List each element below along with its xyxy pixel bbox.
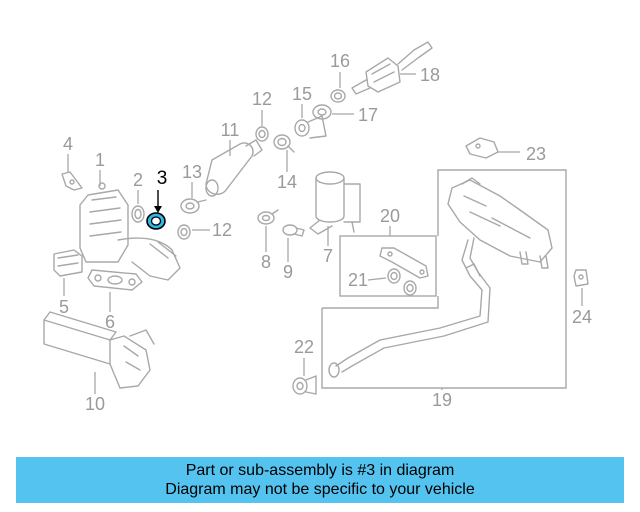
part-24-rubber-insulator[interactable] xyxy=(573,269,589,287)
part-5-heat-shield[interactable] xyxy=(53,249,83,277)
part-6-flange-gasket[interactable] xyxy=(87,269,143,291)
callout-17[interactable]: 17 xyxy=(358,105,378,125)
part-22-flange-seal[interactable] xyxy=(292,375,317,395)
part-10-egr-cooler[interactable] xyxy=(43,311,155,389)
callout-5[interactable]: 5 xyxy=(59,297,69,317)
part-14-clamp[interactable] xyxy=(273,134,295,153)
banner-line-1: Part or sub-assembly is #3 in diagram xyxy=(185,462,455,479)
part-23-hanger[interactable] xyxy=(465,137,499,159)
part-16-gasket[interactable] xyxy=(330,89,346,103)
part-2-gasket[interactable] xyxy=(131,205,145,223)
part-15-connector[interactable] xyxy=(294,115,327,139)
callout-13[interactable]: 13 xyxy=(182,162,202,182)
part-4-bracket[interactable] xyxy=(61,171,83,191)
callout-21[interactable]: 21 xyxy=(348,270,368,290)
callout-15[interactable]: 15 xyxy=(292,84,312,104)
part-3-seal-highlighted[interactable] xyxy=(146,212,166,230)
callout-3[interactable]: 3 xyxy=(157,168,168,189)
part-12-lower-gasket[interactable] xyxy=(177,224,191,240)
leader-21 xyxy=(367,277,387,281)
callout-2[interactable]: 2 xyxy=(133,170,143,190)
callout-8[interactable]: 8 xyxy=(261,252,271,272)
part-19-rear-exhaust-assembly[interactable] xyxy=(321,169,567,389)
leader-3-arrow-icon xyxy=(154,206,162,213)
part-7-particulate-filter[interactable] xyxy=(309,171,361,235)
callout-1[interactable]: 1 xyxy=(95,150,105,170)
part-8-clamp[interactable] xyxy=(257,209,279,225)
callout-4[interactable]: 4 xyxy=(63,134,73,154)
part-18-intermediate-pipe[interactable] xyxy=(351,41,433,95)
callout-12-lower[interactable]: 12 xyxy=(212,220,232,240)
part-20-hanger-bracket[interactable] xyxy=(339,235,437,297)
callout-16[interactable]: 16 xyxy=(330,51,350,71)
callout-19[interactable]: 19 xyxy=(432,390,452,410)
callout-6[interactable]: 6 xyxy=(105,312,115,332)
part-12-upper-gasket[interactable] xyxy=(255,126,269,142)
callout-7[interactable]: 7 xyxy=(323,246,333,266)
part-17-clamp[interactable] xyxy=(312,104,332,120)
banner-line-2: Diagram may not be specific to your vehi… xyxy=(165,481,475,498)
callout-14[interactable]: 14 xyxy=(277,172,297,192)
callout-12-upper[interactable]: 12 xyxy=(252,89,272,109)
callout-11[interactable]: 11 xyxy=(221,120,240,140)
part-21-rubber-mount[interactable] xyxy=(387,268,417,296)
part-11-front-pipe[interactable] xyxy=(205,139,263,197)
callout-24[interactable]: 24 xyxy=(572,307,592,327)
callout-18[interactable]: 18 xyxy=(420,65,440,85)
part-1-catalytic-converter[interactable] xyxy=(79,182,181,281)
info-banner: Part or sub-assembly is #3 in diagram Di… xyxy=(16,457,624,503)
callout-9[interactable]: 9 xyxy=(283,262,293,282)
part-9-nut[interactable] xyxy=(282,224,305,237)
part-13-flange[interactable] xyxy=(180,198,207,214)
callout-10[interactable]: 10 xyxy=(85,394,105,414)
callout-23[interactable]: 23 xyxy=(526,144,546,164)
callout-22[interactable]: 22 xyxy=(294,337,314,357)
callout-20[interactable]: 20 xyxy=(380,206,400,226)
